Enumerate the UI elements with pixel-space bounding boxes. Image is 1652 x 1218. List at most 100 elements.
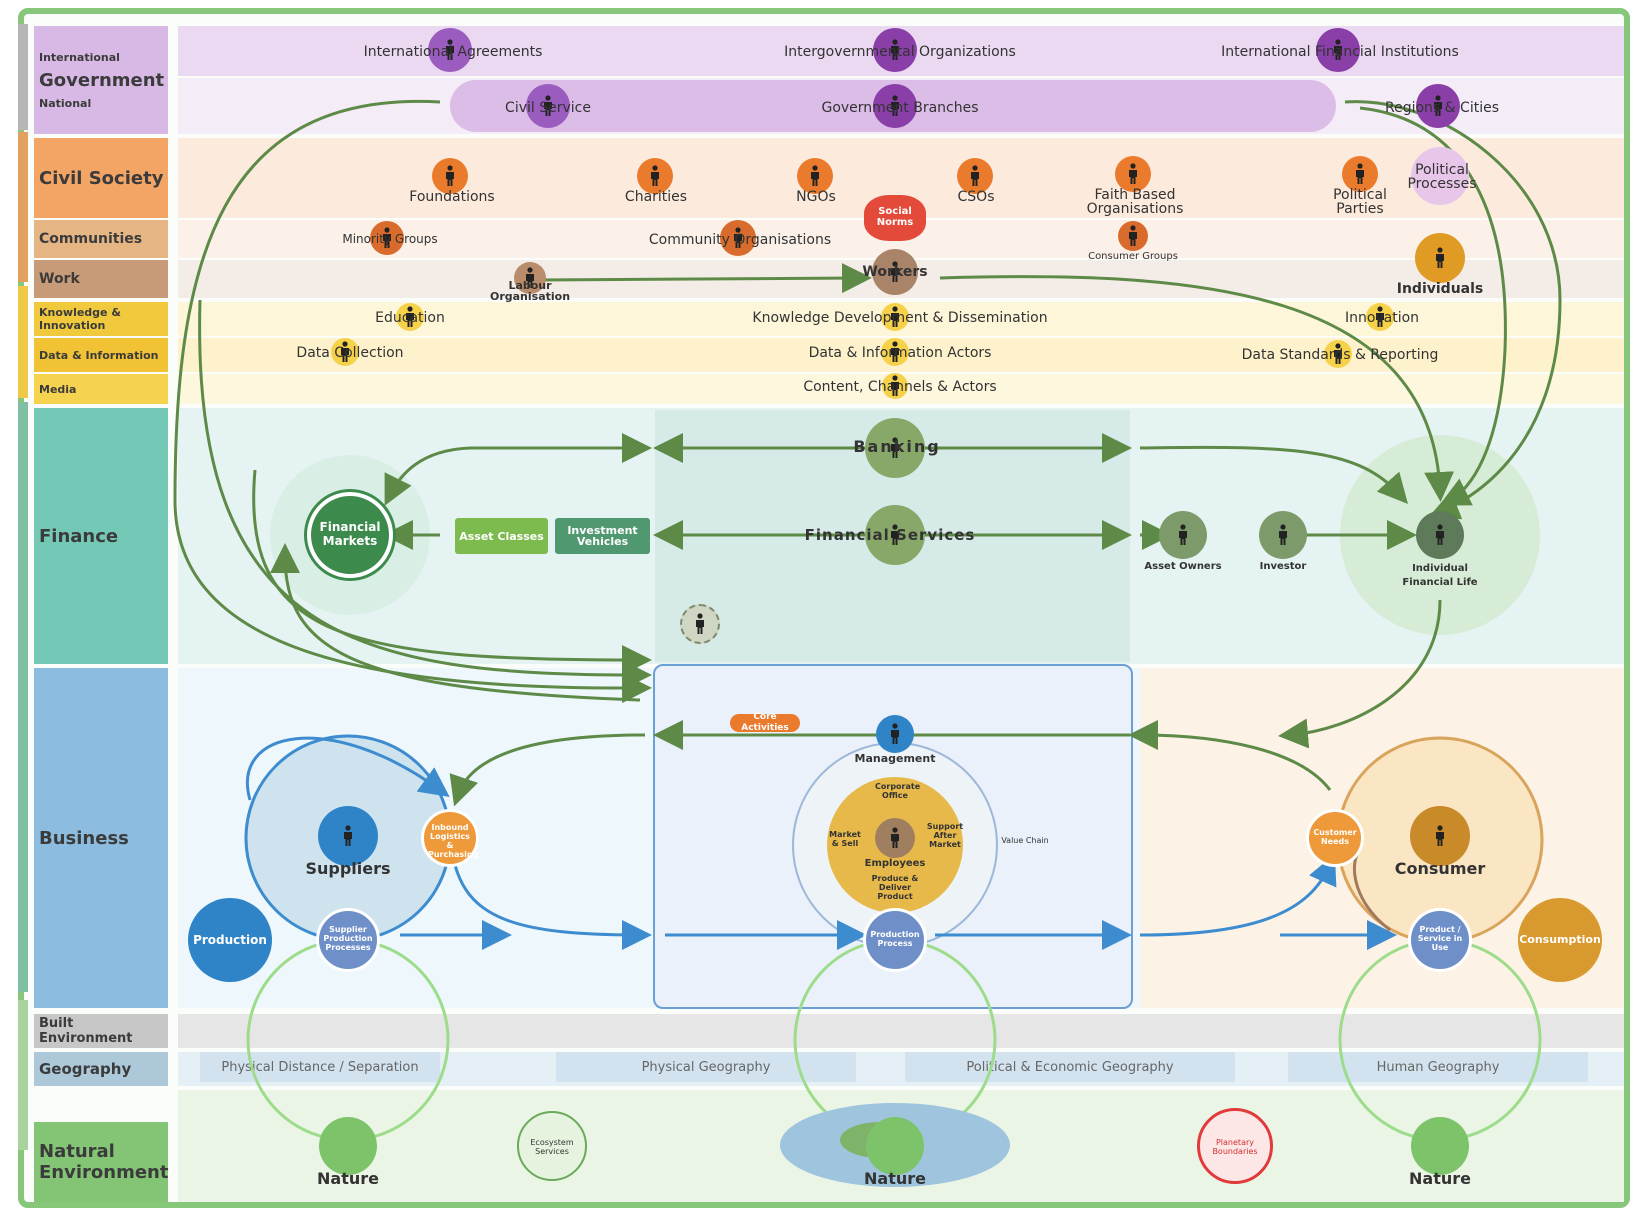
inbound-label: Inbound Logistics & Purchasing xyxy=(428,823,479,859)
planetary-boundaries-label: Planetary Boundaries xyxy=(1212,1138,1258,1156)
data-standards-icon xyxy=(1324,340,1352,368)
label-work: Work xyxy=(34,260,168,298)
label-government-text: Government xyxy=(39,69,165,91)
planetary-boundaries-circle xyxy=(1197,1108,1273,1184)
production-process-node xyxy=(863,908,927,972)
investment-vehicles-box: Investment Vehicles xyxy=(555,518,650,554)
social-norms-label: Social Norms xyxy=(876,206,914,228)
media-icon xyxy=(882,373,908,399)
education-icon xyxy=(396,303,424,331)
nature-icon-3 xyxy=(1411,1117,1469,1175)
value-chain-label: Value Chain xyxy=(1001,836,1049,845)
asset-owners-icon xyxy=(1159,511,1207,559)
data-standards-label: Data Standards & Reporting xyxy=(1241,347,1439,363)
management-label: Management xyxy=(854,752,936,765)
social-norms-badge xyxy=(864,195,926,241)
parties-label: Political Parties xyxy=(1333,187,1387,217)
customer-needs-label: Customer Needs xyxy=(1313,828,1357,846)
label-finance: Finance xyxy=(34,408,168,664)
charities-icon xyxy=(637,158,673,194)
label-national: National xyxy=(39,96,92,110)
supplier-production-label: Supplier Production Processes xyxy=(323,925,373,952)
finance-business-stripe xyxy=(18,402,28,992)
support-label: Support After Market xyxy=(926,822,964,849)
production-label: Production xyxy=(193,933,267,947)
financial-markets-node xyxy=(307,492,393,578)
labour-icon xyxy=(514,262,546,294)
innovation-label: Innovation xyxy=(1344,310,1420,326)
political-processes-label: Political Processes xyxy=(1407,162,1477,192)
supplier-production-node xyxy=(316,908,380,972)
regions-icon xyxy=(1416,84,1460,128)
community-org-label: Community Organisations xyxy=(648,232,832,248)
nature-stripe xyxy=(18,1000,28,1150)
ngos-icon xyxy=(797,158,833,194)
consumption-node xyxy=(1518,898,1602,982)
nature-label-2: Nature xyxy=(864,1169,926,1188)
consumption-label: Consumption xyxy=(1519,933,1601,946)
civil-service-label: Civil Service xyxy=(505,100,591,116)
parties-icon xyxy=(1342,156,1378,192)
nature-icon-1 xyxy=(319,1117,377,1175)
government-stripe xyxy=(18,24,28,130)
consumer-groups-label: Consumer Groups xyxy=(1088,251,1178,262)
ecosystem-services-circle xyxy=(517,1111,587,1181)
individual-fin-label: Individual Financial Life xyxy=(1402,563,1478,588)
market-sell-label: Market & Sell xyxy=(829,830,861,848)
political-processes-circle xyxy=(1411,147,1469,205)
gov-branches-label: Government Branches xyxy=(821,100,979,116)
kdd-label: Knowledge Development & Dissemination xyxy=(752,310,1048,326)
core-activities-tag: Core Activities xyxy=(730,712,800,733)
investor-icon xyxy=(1259,511,1307,559)
data-collection-icon xyxy=(331,338,359,366)
charities-label: Charities xyxy=(624,189,688,205)
igo-label: Intergovernmental Organizations xyxy=(784,44,1016,60)
minority-label: Minority Groups xyxy=(342,232,438,246)
product-use-label: Product / Service in Use xyxy=(1417,925,1463,952)
inbound-node xyxy=(421,809,479,867)
employees-icon xyxy=(875,818,915,858)
consumer-label: Consumer xyxy=(1394,859,1486,878)
produce-label: Produce & Deliver Product xyxy=(871,874,919,901)
education-label: Education xyxy=(375,310,445,326)
gov-branches-icon xyxy=(873,84,917,128)
workers-icon xyxy=(872,249,918,295)
nature-label-1: Nature xyxy=(317,1169,379,1188)
nature-label-3: Nature xyxy=(1409,1169,1471,1188)
financial-services-label: Financial Services xyxy=(804,526,976,544)
label-data: Data & Information xyxy=(34,338,168,372)
intl-agreements-label: International Agreements xyxy=(363,44,543,60)
consumer-icon xyxy=(1410,806,1470,866)
asset-owners-label: Asset Owners xyxy=(1144,561,1222,572)
label-civil-society: Civil Society xyxy=(34,138,168,218)
nature-icon-2 xyxy=(866,1117,924,1175)
csos-icon xyxy=(957,158,993,194)
suppliers-icon xyxy=(318,806,378,866)
data-collection-label: Data Collection xyxy=(296,345,404,361)
geo-human-geography: Human Geography xyxy=(1288,1052,1588,1082)
gear-icon xyxy=(680,604,720,644)
foundations-label: Foundations xyxy=(409,189,495,205)
workers-label: Workers xyxy=(862,264,928,280)
individuals-label: Individuals xyxy=(1396,281,1484,297)
csos-label: CSOs xyxy=(957,189,995,205)
employees-label: Employees xyxy=(864,858,926,869)
banking-label: Banking xyxy=(853,437,941,456)
label-geography: Geography xyxy=(34,1052,168,1086)
igo-icon xyxy=(873,28,917,72)
financial-services-icon xyxy=(865,505,925,565)
faith-label: Faith Based Organisations xyxy=(1086,187,1184,217)
label-natural: Natural Environment xyxy=(34,1122,168,1202)
banking-icon xyxy=(865,418,925,478)
individuals-icon xyxy=(1415,233,1465,283)
geo-political-economic: Political & Economic Geography xyxy=(905,1052,1235,1082)
label-business: Business xyxy=(34,668,168,1008)
kdd-icon xyxy=(881,303,909,331)
production-process-label: Production Process xyxy=(870,930,920,948)
management-icon xyxy=(876,715,914,753)
minority-icon xyxy=(370,221,404,255)
ecosystem-services-label: Ecosystem Services xyxy=(530,1138,574,1156)
label-knowledge: Knowledge & Innovation xyxy=(34,302,168,336)
label-government: International Government National xyxy=(34,26,168,134)
asset-classes-box: Asset Classes xyxy=(455,518,548,554)
